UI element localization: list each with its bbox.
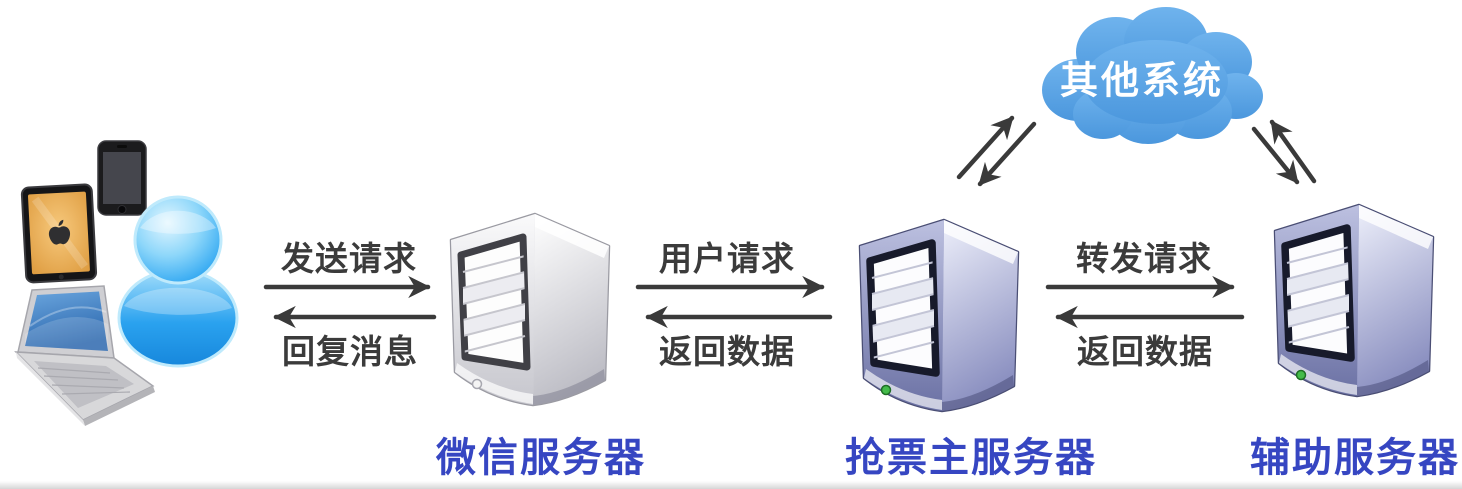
arrow-cloud-to-aux	[1251, 126, 1300, 185]
cloud-icon	[1042, 7, 1263, 144]
link1-forward-label: 发送请求	[281, 240, 417, 277]
link2-forward-label: 用户请求	[659, 240, 795, 277]
apple-logo-icon	[48, 219, 71, 245]
link1-back-label: 回复消息	[282, 333, 418, 370]
wechat-server-label: 微信服务器	[436, 436, 646, 480]
bottom-edge-shadow	[0, 481, 1462, 489]
aux-server-label: 辅助服务器	[1250, 436, 1460, 480]
client-devices-group	[14, 140, 239, 426]
link3-back-label: 返回数据	[1077, 333, 1213, 370]
link2-back-label: 返回数据	[659, 333, 795, 370]
main-server-label: 抢票主服务器	[845, 436, 1097, 480]
tablet-icon	[20, 183, 98, 284]
link3-forward-label: 转发请求	[1076, 240, 1212, 277]
cloud-label: 其他系统	[1059, 60, 1225, 103]
phone-icon	[97, 140, 147, 216]
arrow-aux-to-cloud	[1269, 119, 1317, 184]
laptop-icon	[14, 285, 155, 426]
user-icon	[117, 195, 239, 368]
arrow-cloud-to-main	[977, 121, 1037, 187]
arrow-main-to-cloud	[956, 115, 1015, 180]
